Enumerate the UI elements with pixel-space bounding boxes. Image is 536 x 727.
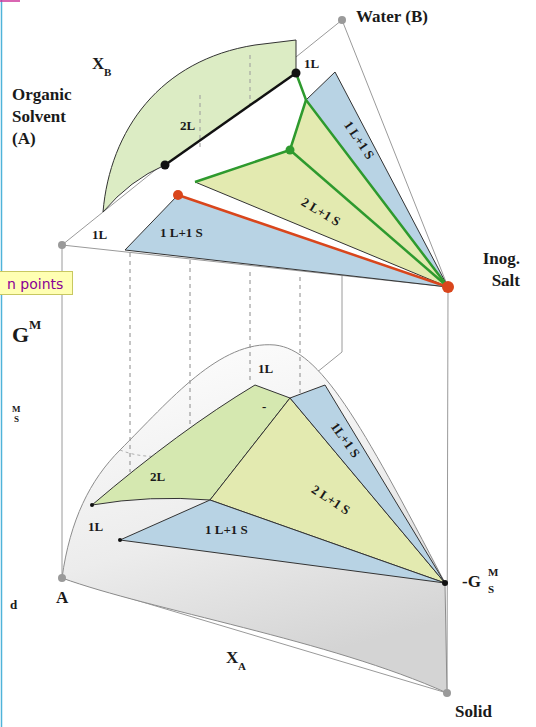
axis-subscript: S — [488, 583, 494, 596]
vertex-dot — [443, 689, 451, 697]
phase-label: 1L — [258, 362, 273, 377]
liquid-solid-region — [290, 385, 445, 583]
vertex-dot — [58, 241, 66, 249]
phase-label: 1 L+1 S — [205, 523, 248, 538]
text-fragment: S — [14, 414, 19, 424]
axis-subscript: A — [238, 660, 246, 673]
prism-edge — [342, 276, 343, 352]
panel-border — [1, 0, 3, 727]
vertex-label: Organic Solvent (A) — [12, 84, 92, 150]
vertex-dot — [58, 574, 66, 582]
callout-box: n points — [0, 271, 73, 295]
equilibrium-point — [173, 190, 183, 200]
vertex-dot — [118, 538, 122, 542]
gibbs-surface — [62, 345, 447, 693]
tie-triangle — [296, 73, 448, 287]
phase-label: 2L — [180, 119, 195, 134]
phase-label: 1L — [92, 228, 107, 243]
vertex-label: Solid — [455, 702, 492, 722]
axis-superscript: M — [488, 566, 498, 579]
axis-label: X — [226, 648, 238, 668]
callout-text: n points — [7, 276, 63, 292]
equilibrium-point — [292, 69, 301, 78]
projection-line — [190, 260, 191, 425]
projection-line — [250, 272, 251, 380]
salt-vertex — [442, 281, 454, 293]
phase-label: 1L — [88, 520, 103, 535]
tie-triangle — [290, 150, 448, 287]
tie-line-dashed — [250, 55, 251, 105]
phase-label: 1 L+1 S — [160, 226, 203, 241]
axis-superscript: M — [29, 318, 41, 333]
phase-label: - — [262, 400, 266, 415]
axis-label: X — [92, 54, 104, 74]
vertex-label: Water (B) — [356, 7, 428, 27]
vertex-dot — [338, 16, 346, 24]
panel-border — [0, 0, 20, 2]
text-fragment: d — [10, 598, 17, 613]
phase-label: 2L — [150, 470, 165, 485]
axis-subscript: B — [104, 66, 111, 79]
text-fragment: M — [12, 404, 21, 414]
tie-triangle — [195, 100, 306, 182]
liquid-solid-region — [306, 72, 448, 287]
equilibrium-point — [161, 161, 170, 170]
tie-line — [178, 195, 448, 287]
phase-label: 1L — [304, 57, 319, 72]
prism-edge — [447, 287, 448, 693]
projection-line — [300, 277, 301, 395]
vertex-dot — [442, 580, 448, 586]
equilibrium-point — [286, 146, 295, 155]
vertex-dot — [90, 503, 94, 507]
axis-label: -G — [462, 572, 481, 592]
vertex-label: A — [56, 588, 68, 608]
tie-line — [165, 73, 296, 165]
axis-label: G — [12, 322, 29, 347]
vertex-label: Inog. Salt — [458, 248, 520, 292]
projection-line — [130, 253, 131, 472]
